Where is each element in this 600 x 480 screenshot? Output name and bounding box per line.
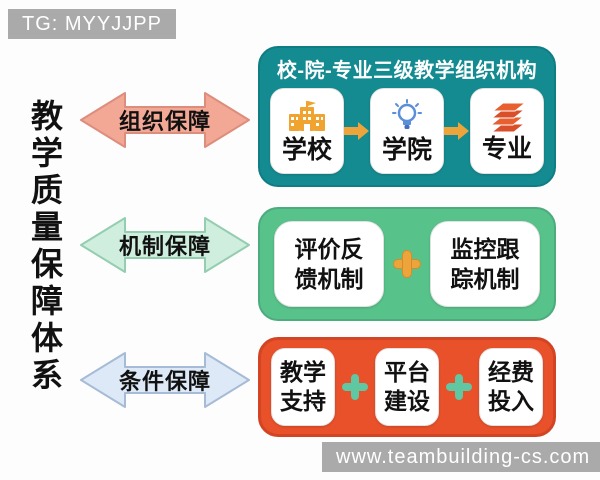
main-title: 教学质量保障体系: [27, 99, 63, 395]
plus-icon: [446, 374, 472, 400]
card-school-label: 学校: [281, 136, 332, 164]
card-line: 监控跟: [450, 236, 520, 262]
organization-cards-row: 学校 学院: [270, 88, 544, 174]
mechanism-section: 评价反 馈机制 监控跟 踪机制: [258, 207, 556, 321]
card-major: 专业: [470, 88, 544, 174]
card-school: 学校: [270, 88, 344, 174]
card-line: 教学: [280, 359, 326, 385]
card-line: 经费: [488, 359, 534, 385]
card-line: 踪机制: [450, 266, 520, 292]
card-funding-investment: 经费 投入: [479, 348, 543, 426]
double-arrow-icon: [80, 352, 250, 408]
watermark-top: TG: MYYJJPP: [8, 9, 176, 39]
card-line: 建设: [384, 388, 430, 414]
plus-icon: [342, 374, 368, 400]
card-monitor-track: 监控跟 踪机制: [430, 221, 540, 307]
arrow-organization-label: 组织保障: [118, 109, 211, 134]
books-icon: [489, 102, 527, 133]
arrow-right-icon: [444, 122, 469, 140]
card-teaching-support: 教学 支持: [271, 348, 335, 426]
card-line: 评价反: [294, 236, 364, 262]
card-line: 平台: [384, 359, 430, 385]
arrow-condition-label: 条件保障: [118, 369, 211, 394]
arrow-mechanism: 机制保障: [78, 213, 252, 277]
arrow-right-icon: [344, 122, 369, 140]
card-college-label: 学院: [381, 136, 432, 164]
organization-section-title: 校-院-专业三级教学组织机构: [276, 60, 538, 82]
watermark-bottom: www.teambuilding-cs.com: [322, 442, 600, 472]
card-line: 馈机制: [294, 266, 364, 292]
card-line: 支持: [280, 388, 326, 414]
arrow-organization: 组织保障: [78, 88, 252, 152]
card-evaluation-feedback: 评价反 馈机制: [274, 221, 384, 307]
lightbulb-icon: [392, 99, 422, 129]
arrow-condition: 条件保障: [78, 348, 252, 412]
card-college: 学院: [370, 88, 444, 174]
organization-section: 校-院-专业三级教学组织机构: [258, 46, 556, 187]
school-icon: [289, 101, 325, 131]
card-platform-building: 平台 建设: [375, 348, 439, 426]
double-arrow-icon: [80, 217, 250, 273]
double-arrow-icon: [80, 92, 250, 148]
arrow-mechanism-label: 机制保障: [118, 234, 211, 259]
plus-icon: [394, 251, 420, 277]
card-line: 投入: [488, 388, 534, 414]
condition-section: 教学 支持 平台 建设 经费 投入: [258, 337, 556, 437]
card-major-label: 专业: [481, 135, 532, 163]
